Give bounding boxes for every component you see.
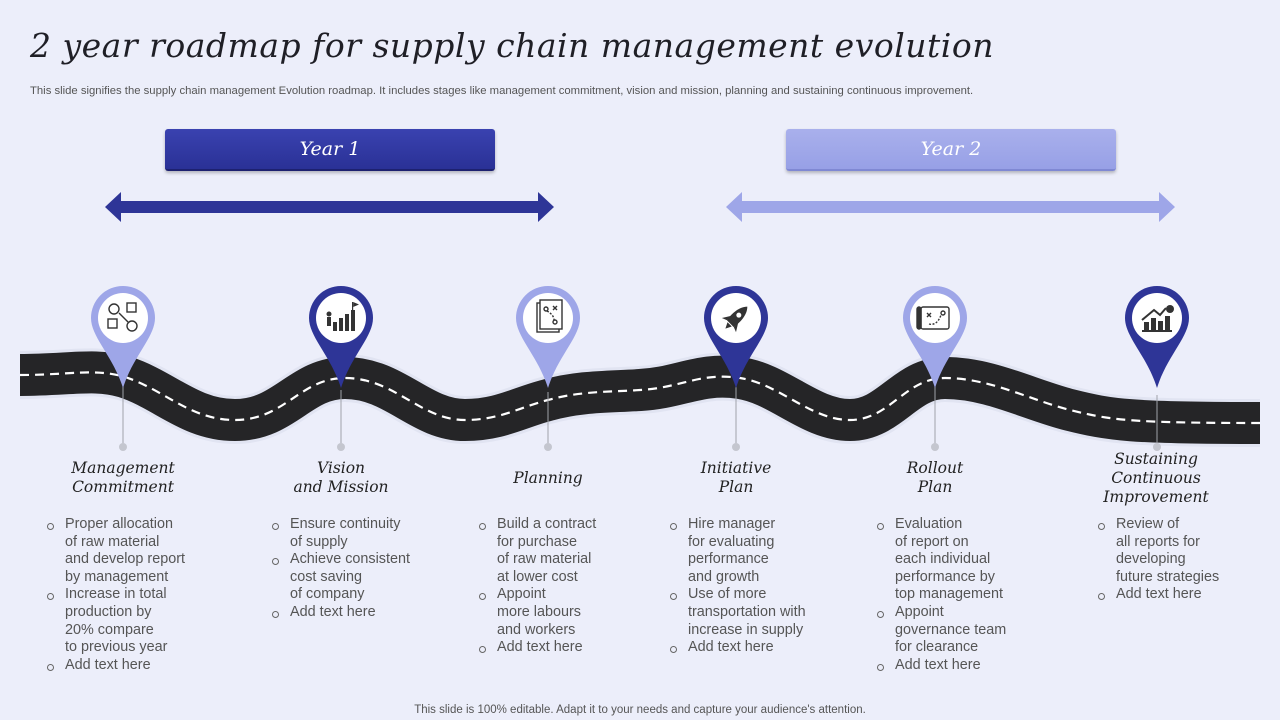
list-item: Add text here bbox=[46, 657, 185, 675]
stage-title-line: and Mission bbox=[293, 478, 389, 496]
page-title: 2 year roadmap for supply chain manageme… bbox=[30, 26, 994, 65]
list-item: Proper allocation of raw material and de… bbox=[46, 516, 185, 586]
list-item: Build a contract for purchase of raw mat… bbox=[478, 516, 596, 586]
stage-title-line: Plan bbox=[917, 478, 953, 496]
year-2-arrow bbox=[726, 192, 1175, 222]
pin-initiative-plan bbox=[704, 286, 768, 388]
stage-title-line: Continuous bbox=[1111, 469, 1201, 487]
year-2-banner: Year 2 bbox=[786, 129, 1116, 171]
list-item: Add text here bbox=[1097, 586, 1219, 604]
pin-management-commitment bbox=[91, 286, 155, 388]
stage-title-line: Initiative bbox=[700, 459, 772, 477]
pin-sustaining-improvement bbox=[1125, 286, 1189, 388]
list-item: Add text here bbox=[478, 639, 596, 657]
list-item: Increase in total production by 20% comp… bbox=[46, 586, 185, 656]
list-item: Hire manager for evaluating performance … bbox=[669, 516, 806, 586]
team-network-icon bbox=[107, 302, 138, 332]
stage-title-line: Rollout bbox=[906, 459, 964, 477]
stage-list-planning: Build a contract for purchase of raw mat… bbox=[478, 516, 596, 657]
stage-title-line: Management bbox=[71, 459, 175, 477]
year-1-banner: Year 1 bbox=[165, 129, 495, 171]
list-item: Review of all reports for developing fut… bbox=[1097, 516, 1219, 586]
year-1-arrow bbox=[105, 192, 554, 222]
list-item: Ensure continuity of supply bbox=[271, 516, 410, 551]
stage-list-rollout-plan: Evaluation of report on each individual … bbox=[876, 516, 1006, 674]
list-item: Appoint more labours and workers bbox=[478, 586, 596, 639]
stage-title-planning: Planning bbox=[458, 469, 638, 488]
plan-document-icon bbox=[536, 299, 563, 333]
list-item: Add text here bbox=[876, 657, 1006, 675]
list-item: Add text here bbox=[669, 639, 806, 657]
pin-rollout-plan bbox=[903, 286, 967, 388]
pin-planning bbox=[516, 286, 580, 388]
stage-list-initiative-plan: Hire manager for evaluating performance … bbox=[669, 516, 806, 657]
list-item: Appoint governance team for clearance bbox=[876, 604, 1006, 657]
growth-chart-icon bbox=[1141, 305, 1174, 332]
strategy-map-icon bbox=[916, 306, 950, 330]
stage-title-line: Sustaining bbox=[1114, 450, 1198, 468]
stage-title-line: Plan bbox=[718, 478, 754, 496]
stage-title-line: Vision bbox=[316, 459, 366, 477]
stage-title-line: Improvement bbox=[1103, 488, 1209, 506]
pin-vision-mission bbox=[309, 286, 373, 388]
climbing-chart-flag-icon bbox=[326, 302, 359, 331]
list-item: Evaluation of report on each individual … bbox=[876, 516, 1006, 604]
footer-note: This slide is 100% editable. Adapt it to… bbox=[414, 704, 866, 716]
stage-list-sustaining-improvement: Review of all reports for developing fut… bbox=[1097, 516, 1219, 604]
page-subtitle: This slide signifies the supply chain ma… bbox=[30, 85, 974, 97]
list-item: Achieve consistent cost saving of compan… bbox=[271, 551, 410, 604]
connector-dots bbox=[119, 443, 1161, 451]
stage-title-line: Planning bbox=[513, 469, 583, 487]
stage-title-line: Commitment bbox=[72, 478, 174, 496]
list-item: Add text here bbox=[271, 604, 410, 622]
road bbox=[19, 348, 1261, 447]
stage-list-management-commitment: Proper allocation of raw material and de… bbox=[46, 516, 185, 674]
list-item: Use of more transportation with increase… bbox=[669, 586, 806, 639]
